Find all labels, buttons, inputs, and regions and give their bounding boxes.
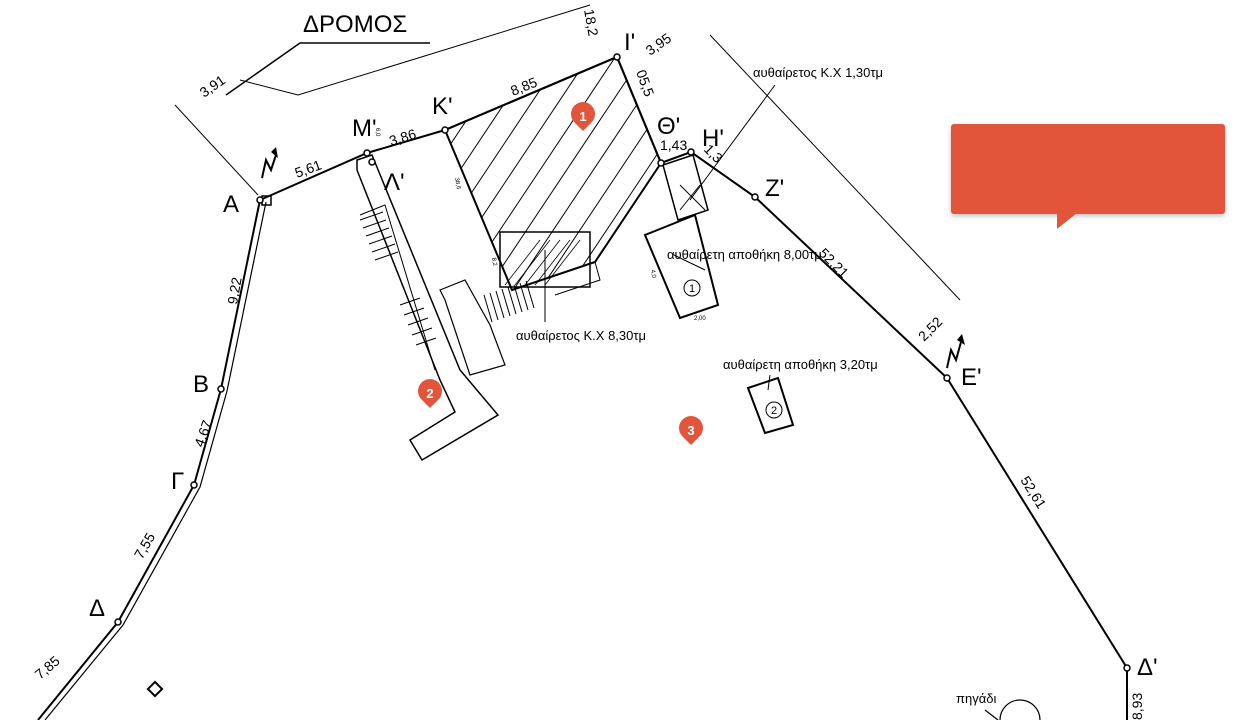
map-marker-1[interactable]: 1 [571, 102, 595, 131]
storage-building-2: 2 [746, 376, 795, 435]
vertex-label-h: Η' [702, 125, 724, 152]
vertex-labels: Α Β Γ Δ Μ' Λ' Κ' Ι' Θ' Η' Ζ' Ε' Δ' [89, 29, 1158, 681]
dim-3-91: 3,91 [197, 72, 229, 101]
vertex-label-l: Λ' [384, 169, 405, 196]
storage-building-1: 1 [643, 154, 720, 320]
stair-structure [356, 154, 601, 462]
marker-1-label: 1 [579, 109, 586, 124]
vertex-label-i: Ι' [624, 29, 635, 56]
boundary-marker [146, 680, 164, 698]
well-symbol [984, 699, 1041, 720]
vertex-label-a: Α [223, 191, 239, 218]
north-arrow-icon-2 [946, 334, 965, 369]
vertex-label-m: Μ' [352, 115, 377, 142]
annotations: αυθαίρετος Κ.Χ 1,30τμ αυθαίρετη αποθήκη … [516, 65, 996, 706]
dim-52-61: 52,61 [1017, 473, 1049, 511]
dim-05-5: 05,5 [633, 68, 657, 99]
dim-2-52: 2,52 [915, 313, 946, 344]
dim-38-6: 38,6 [453, 177, 461, 190]
vertex-label-z: Ζ' [765, 175, 784, 202]
dim-4-0: 4,0 [649, 269, 656, 279]
vertex-label-d: Δ [89, 595, 105, 622]
vertex-label-b: Β [193, 371, 209, 398]
vertex-points [114, 53, 1131, 672]
vertex-label-dp: Δ' [1137, 654, 1158, 681]
marker-3-label: 3 [687, 423, 694, 438]
marker-2-label: 2 [426, 386, 433, 401]
annotation-well: πηγάδι [956, 691, 996, 706]
vertex-label-th: Θ' [657, 113, 680, 140]
callout-tail [1057, 213, 1077, 229]
dim-9-22: 9,22 [224, 276, 245, 306]
vertex-label-k: Κ' [432, 93, 453, 120]
north-arrow-icon [261, 147, 278, 179]
dim-8-2: 8,2 [490, 257, 497, 267]
annotation-illegal-storage-320: αυθαίρετη αποθήκη 3,20τμ [723, 357, 878, 372]
dim-6-0: 6,0 [374, 128, 380, 137]
map-marker-3[interactable]: 3 [679, 416, 703, 445]
dim-2-00: 2,00 [694, 316, 706, 322]
map-marker-2[interactable]: 2 [418, 379, 442, 408]
dim-5-61: 5,61 [293, 156, 324, 180]
annotation-illegal-kx-830: αυθαίρετος Κ.Χ 8,30τμ [516, 328, 646, 343]
annotation-illegal-storage-800: αυθαίρετη αποθήκη 8,00τμ [667, 247, 822, 262]
dim-7-85: 7,85 [32, 652, 63, 682]
street-lines [174, 4, 961, 301]
storage-2-number: 2 [771, 405, 777, 417]
dim-8-85: 8,85 [508, 74, 539, 99]
dim-18-2: 18,2 [581, 8, 602, 38]
vertex-label-e: Ε' [961, 364, 982, 391]
dim-1-43: 1,43 [660, 137, 687, 153]
street-label: ΔΡΟΜΟΣ [303, 11, 407, 38]
storage-1-number: 1 [689, 283, 695, 295]
callout-box [951, 124, 1225, 229]
annotation-illegal-kx-130: αυθαίρετος Κ.Χ 1,30τμ [753, 65, 883, 80]
leader-lines [544, 84, 776, 391]
dim-3-95: 3,95 [643, 30, 675, 59]
dim-3-86: 3,86 [387, 126, 418, 149]
vertex-label-g: Γ [171, 468, 184, 495]
dim-8-93: 8,93 [1129, 693, 1145, 720]
